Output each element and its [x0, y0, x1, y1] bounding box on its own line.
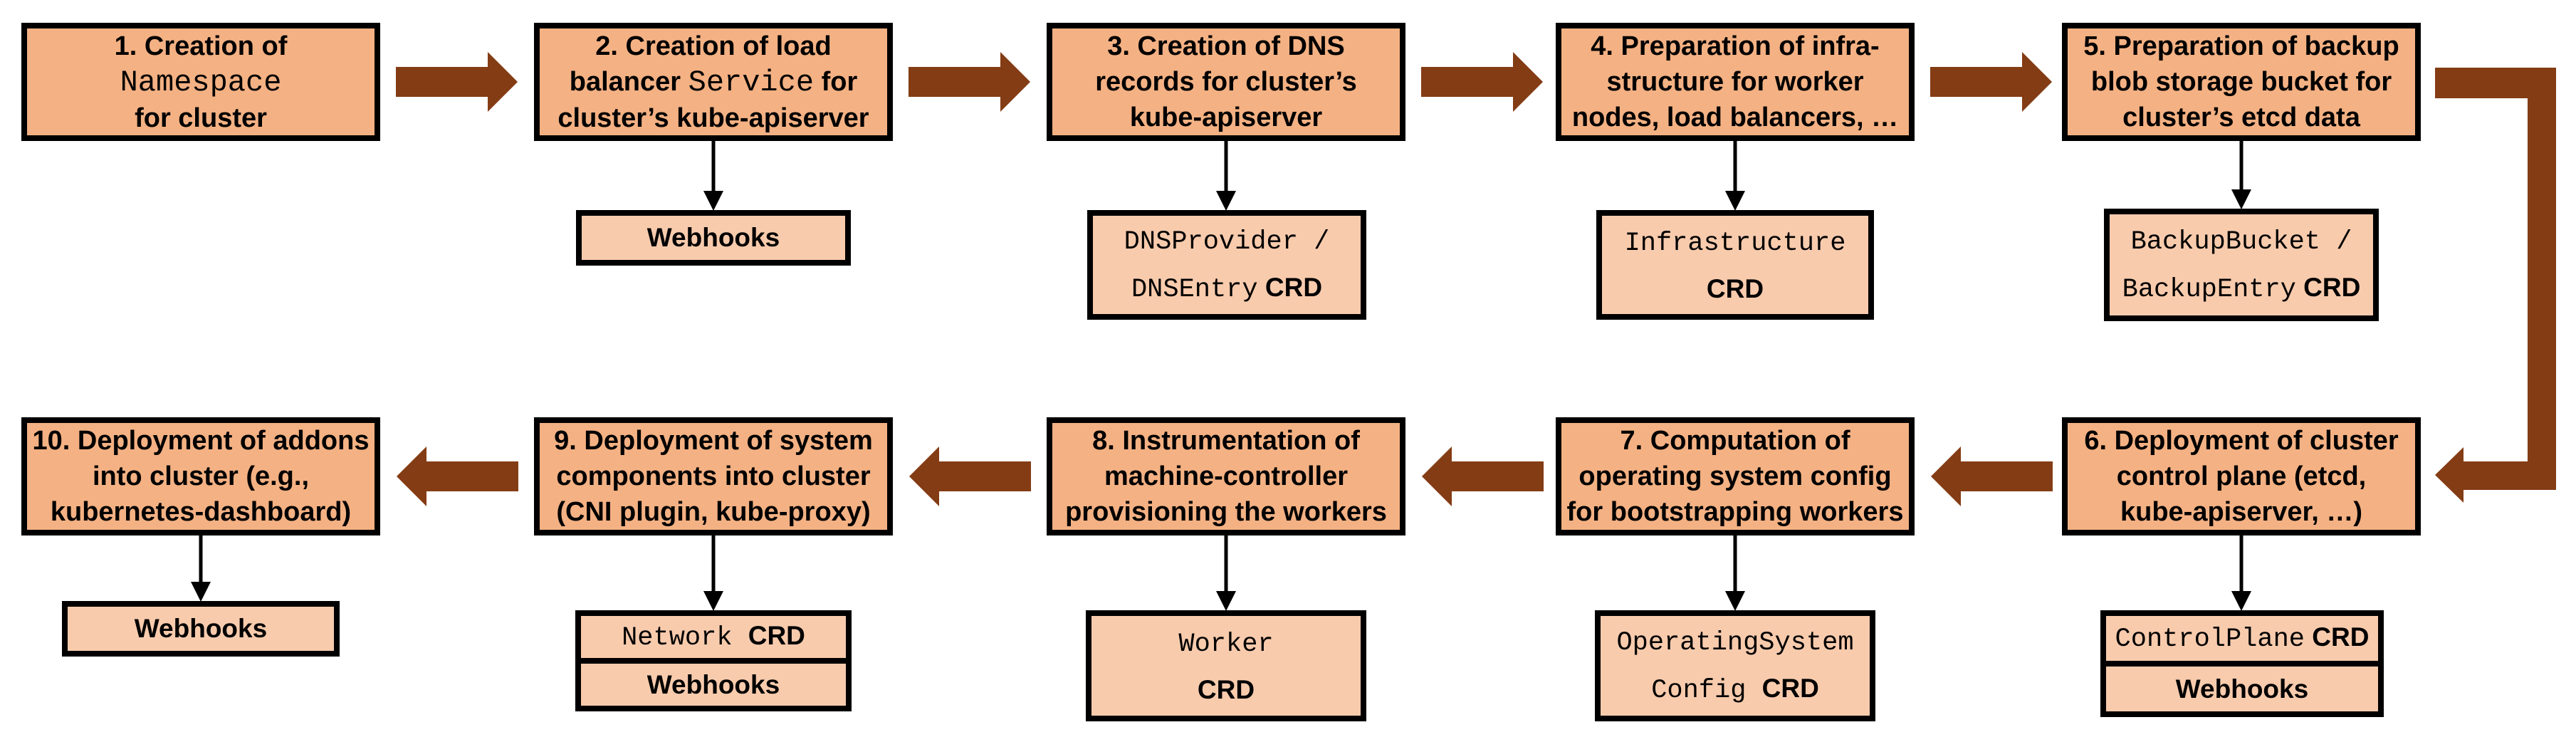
flow-arrow-left-9-10-icon [397, 446, 518, 506]
flow-arrow-left-8-9-icon [909, 446, 1031, 506]
step-box-4: 4. Preparation of infra-structure for wo… [1556, 23, 1915, 141]
webhooks-box-step-9-label: Webhooks [646, 669, 780, 699]
flow-arrow-left-7-8-icon [1422, 446, 1544, 506]
flow-arrow-right-3-4-icon [1421, 52, 1543, 112]
connector-arrow-step-5-icon [2231, 141, 2251, 209]
connector-arrow-step-2-icon [703, 141, 723, 211]
crd-box-backupbucket-backupentry-label: BackupBucket /BackupEntry CRD [2122, 227, 2361, 305]
webhooks-box-step-2-label: Webhooks [646, 223, 780, 252]
webhooks-box-step-10-label: Webhooks [134, 614, 268, 643]
crd-box-network-label: Network CRD [622, 621, 805, 653]
flow-arrow-right-4-5-icon [1930, 52, 2052, 112]
webhooks-box-step-6: Webhooks [2100, 661, 2384, 717]
webhooks-box-step-9: Webhooks [575, 658, 852, 711]
crd-box-controlplane: ControlPlane CRD [2100, 610, 2384, 667]
flow-arrow-right-1-2-icon [396, 52, 518, 112]
crd-box-dnsprovider-dnsentry-label: DNSProvider /DNSEntry CRD [1124, 227, 1330, 305]
connector-arrow-step-7-icon [1725, 535, 1745, 611]
connector-arrow-step-3-icon [1216, 141, 1236, 211]
step-box-4-label: 4. Preparation of infra-structure for wo… [1571, 31, 1899, 132]
crd-box-network: Network CRD [575, 610, 852, 664]
connector-arrow-step-9-icon [703, 535, 723, 611]
connector-arrow-step-4-icon [1725, 141, 1745, 211]
connector-arrow-step-10-icon [191, 535, 211, 602]
crd-box-controlplane-label: ControlPlane CRD [2115, 622, 2370, 654]
flow-arrow-elbow-5-6-icon [2435, 68, 2556, 503]
flow-arrow-right-2-3-icon [909, 52, 1030, 112]
connector-arrow-step-8-icon [1216, 535, 1236, 611]
webhooks-box-step-6-label: Webhooks [2175, 674, 2309, 704]
connector-arrow-step-6-icon [2231, 535, 2251, 611]
crd-box-backupbucket-backupentry: BackupBucket /BackupEntry CRD [2104, 209, 2379, 321]
webhooks-box-step-10: Webhooks [62, 601, 340, 657]
flow-arrow-left-6-7-icon [1931, 446, 2053, 506]
crd-box-dnsprovider-dnsentry: DNSProvider /DNSEntry CRD [1087, 210, 1366, 320]
webhooks-box-step-2: Webhooks [576, 210, 851, 266]
